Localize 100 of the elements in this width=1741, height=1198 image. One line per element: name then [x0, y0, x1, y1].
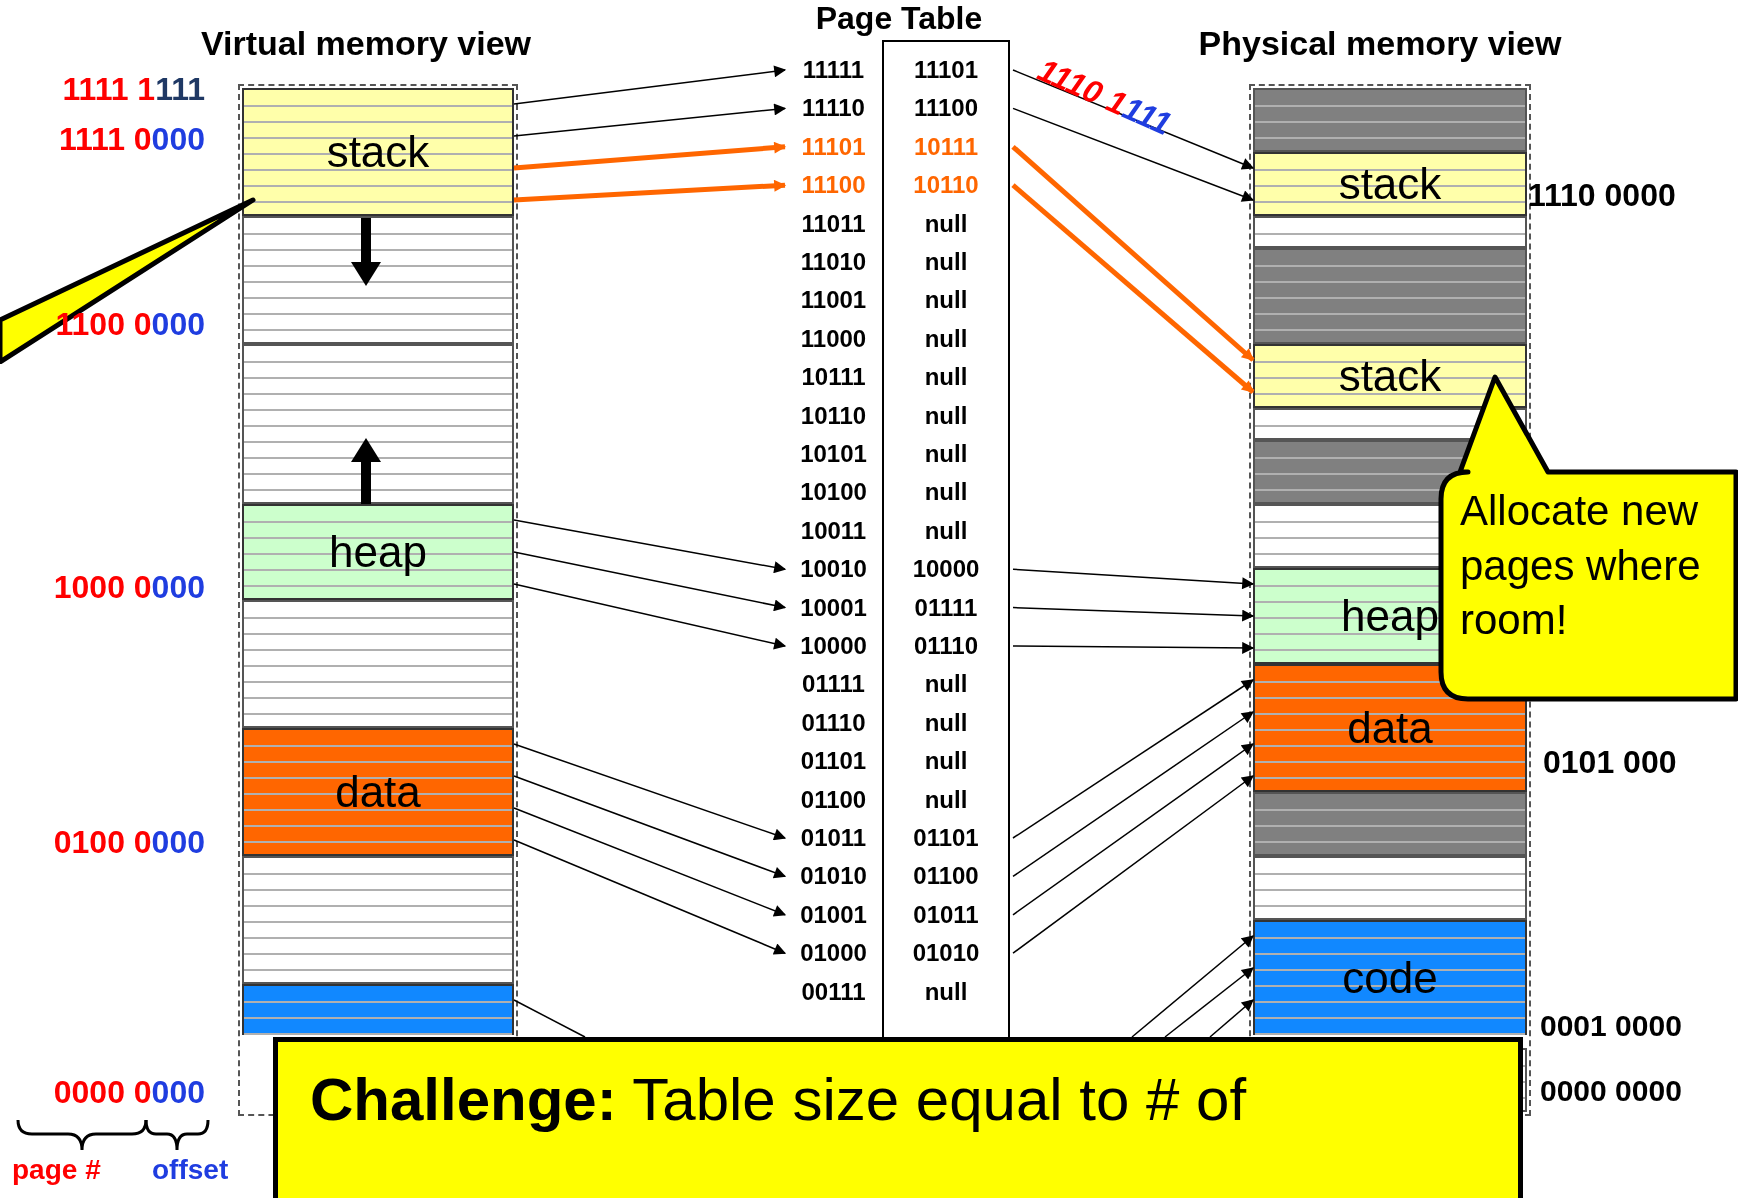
arrow: [1012, 743, 1254, 916]
arrow: [1164, 967, 1254, 1038]
physical-page-number: null: [923, 669, 969, 700]
arrow: [1012, 69, 1255, 170]
virtual-page-number: 11110: [801, 93, 866, 124]
brace-label: offset: [152, 1156, 229, 1184]
physical-page-number: 10110: [912, 170, 980, 201]
physical-page-number: 01100: [912, 861, 980, 892]
virtual-page-number: 01011: [799, 823, 868, 853]
physical-page-number: 11101: [912, 55, 980, 85]
virtual-page-number: 11010: [799, 247, 868, 277]
page-bits: 1000 0: [53, 571, 152, 603]
virtual-page-number: 11011: [800, 208, 867, 239]
virtual-page-number: 11100: [800, 170, 867, 201]
memory-segment: stack: [242, 88, 514, 216]
heading: Virtual memory view: [200, 26, 532, 60]
offset-bits: 000: [151, 826, 205, 858]
physical-page-number: null: [923, 477, 969, 508]
physical-page-number: null: [923, 784, 969, 815]
arrow: [513, 65, 787, 105]
address-label: 1110 0000: [1528, 179, 1676, 211]
offset-bits: 000: [151, 571, 205, 603]
physical-page-number: null: [923, 515, 969, 546]
challenge-box: Challenge: Table size equal to # of: [273, 1037, 1523, 1198]
physical-page-number: 01101: [912, 823, 980, 853]
physical-page-number: null: [923, 285, 969, 316]
virtual-page-number: 10010: [799, 554, 868, 585]
arrow: [513, 743, 787, 841]
virtual-page-number: 01101: [799, 746, 868, 777]
virtual-page-number: 01111: [801, 669, 866, 700]
memory-segment: heap: [242, 504, 514, 600]
memory-segment: stack: [1253, 152, 1527, 216]
page-bits: 0100 0: [53, 826, 152, 858]
physical-page-number: 10111: [912, 131, 980, 162]
arrow: [1012, 606, 1255, 622]
arrow: [513, 807, 787, 917]
offset-bits: 000: [151, 1076, 205, 1108]
page-bits: 1100 0: [55, 308, 152, 340]
arrow: [1012, 775, 1254, 954]
arrow: [1012, 568, 1255, 590]
physical-page-number: null: [923, 746, 969, 777]
physical-page-number: 01110: [912, 631, 980, 661]
arrow: [1012, 107, 1255, 202]
arrow: [513, 141, 787, 171]
virtual-page-number: 10100: [799, 477, 868, 508]
virtual-page-number: 10011: [799, 515, 868, 546]
virtual-page-number: 11101: [800, 131, 867, 162]
virtual-page-number: 01000: [799, 938, 868, 969]
virtual-page-number: 11000: [799, 323, 868, 354]
memory-segment: stack: [1253, 344, 1527, 408]
virtual-page-number: 10111: [800, 362, 867, 393]
page-bits: 1111 1: [62, 73, 156, 105]
arrow: [1209, 999, 1254, 1038]
physical-page-number: null: [923, 976, 969, 1007]
offset-bits: 000: [151, 123, 205, 155]
virtual-page-number: 11111: [801, 55, 866, 85]
physical-page-number: null: [923, 400, 969, 431]
virtual-page-number: 10101: [799, 439, 868, 469]
arrow: [1011, 144, 1255, 362]
connector-line: [513, 999, 586, 1038]
virtual-page-number: 10000: [799, 631, 868, 661]
offset-bits: 111: [155, 73, 205, 105]
offset-bits: 000: [151, 308, 205, 340]
memory-segment: [242, 984, 514, 1035]
table-heading: Page Table: [815, 2, 983, 34]
virtual-page-number: 01110: [800, 707, 867, 738]
virtual-page-number: 01001: [799, 899, 868, 930]
arrow: [513, 519, 787, 574]
arrow: [1131, 935, 1254, 1038]
arrow: [513, 583, 787, 650]
address-label: 0000 0000: [1540, 1076, 1682, 1106]
heading: Physical memory view: [1198, 26, 1562, 60]
virtual-page-number: 11001: [799, 285, 868, 316]
arrow: [513, 103, 787, 137]
physical-page-number: null: [923, 247, 969, 277]
virtual-page-number: 01010: [799, 861, 868, 892]
address-label: 0001 0000: [1540, 1011, 1682, 1041]
brace-label: page #: [12, 1156, 101, 1184]
arrow: [513, 551, 787, 612]
arrow: [1011, 183, 1255, 394]
arrow: [513, 775, 787, 879]
page-bits: 0000 0: [53, 1076, 152, 1108]
arrow: [513, 179, 787, 203]
arrow: [1012, 641, 1255, 654]
physical-page-number: 11100: [912, 93, 980, 124]
arrow: [513, 839, 787, 955]
physical-page-number: null: [923, 362, 969, 393]
physical-page-number: 01111: [913, 592, 979, 623]
virtual-page-number: 00111: [800, 976, 867, 1007]
physical-page-number: 10000: [911, 554, 981, 585]
arrow: [1012, 679, 1254, 839]
physical-page-number: 01011: [912, 899, 980, 930]
physical-page-number: 01010: [911, 938, 981, 969]
physical-page-number: null: [923, 208, 969, 239]
physical-page-number: null: [923, 707, 969, 738]
virtual-page-number: 01100: [799, 784, 868, 815]
virtual-page-number: 10110: [799, 400, 868, 431]
physical-page-number: null: [923, 323, 969, 354]
address-label: 0101 000: [1543, 746, 1677, 778]
virtual-page-number: 10001: [799, 592, 868, 623]
